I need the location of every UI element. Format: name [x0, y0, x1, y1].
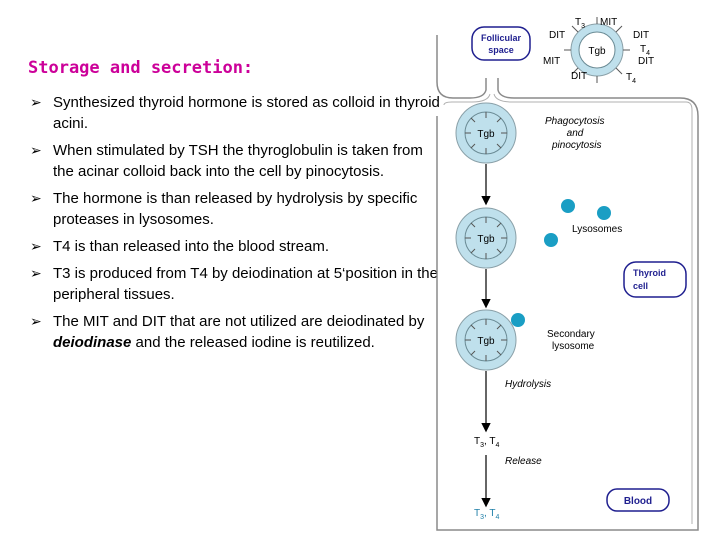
svg-text:Tgb: Tgb [477, 336, 495, 347]
t3-t4-label: T3, T4 [474, 436, 500, 449]
mit-label: MIT [543, 56, 560, 67]
tgb-label: Tgb [588, 46, 606, 57]
svg-text:and: and [567, 128, 584, 139]
phagocytosis-label: Phagocytosis [545, 116, 604, 127]
arrow-bullet-icon: ➢ [30, 94, 42, 110]
lysosome-dot [544, 233, 558, 247]
dit-label: DIT [571, 71, 587, 82]
bullet-item: ➢ The hormone is than released by hydrol… [30, 190, 418, 228]
bullet-item: ➢The MIT and DIT that are not utilized a… [30, 313, 425, 351]
cell-outline-inner [443, 93, 693, 524]
t3-top-label: T3 [575, 17, 585, 30]
arrow-bullet-icon: ➢ [30, 190, 42, 206]
tgb-vesicle-3: Tgb [455, 309, 517, 371]
lysosome-dot [511, 313, 525, 327]
secondary-lysosome-label: Secondary [547, 329, 595, 340]
thyroid-cell-callout: Thyroid cell [623, 261, 687, 298]
cell-outline [436, 35, 699, 531]
dit-label: DIT [633, 30, 649, 41]
svg-text:space: space [488, 45, 514, 55]
svg-text:Blood: Blood [624, 496, 652, 507]
bullet-item: ➢T3 is produced from T4 by deiodination … [30, 265, 438, 303]
svg-text:pinocytosis: pinocytosis [551, 140, 601, 151]
tgb-vesicle-1: Tgb [455, 102, 517, 164]
svg-text:Follicular: Follicular [481, 33, 522, 43]
follicular-space-callout: Follicular space [471, 26, 531, 61]
arrow-bullet-icon: ➢ [30, 238, 42, 254]
dit-label: DIT [638, 56, 654, 67]
tgb-vesicle-2: Tgb [455, 207, 517, 269]
bullet-list: ➢Synthesized thyroid hormone is stored a… [28, 92, 440, 359]
blood-callout: Blood [606, 488, 670, 512]
svg-text:Thyroid: Thyroid [633, 268, 666, 278]
hydrolysis-label: Hydrolysis [505, 379, 551, 390]
lysosome-dot [561, 199, 575, 213]
bullet-item: ➢Synthesized thyroid hormone is stored a… [30, 94, 440, 132]
release-label: Release [505, 456, 542, 467]
t4-label: T4 [640, 44, 650, 57]
bullet-item: ➢ When stimulated by TSH the thyroglobul… [30, 142, 423, 180]
svg-text:cell: cell [633, 281, 648, 291]
arrow-bullet-icon: ➢ [30, 313, 42, 329]
dit-label: DIT [549, 30, 565, 41]
t3-t4-blood-label: T3, T4 [474, 508, 500, 521]
bullet-item: ➢T4 is than released into the blood stre… [30, 238, 329, 255]
arrow-bullet-icon: ➢ [30, 265, 42, 281]
mit-label: MIT [600, 17, 617, 28]
svg-text:Tgb: Tgb [477, 129, 495, 140]
lysosome-dot [597, 206, 611, 220]
arrow-bullet-icon: ➢ [30, 142, 42, 158]
lysosomes-label: Lysosomes [572, 224, 622, 235]
svg-text:Tgb: Tgb [477, 234, 495, 245]
slide-heading: Storage and secretion: [28, 58, 254, 78]
tgb-top: Tgb T3 MIT DIT DIT T4 MIT DIT DIT T4 [543, 17, 654, 85]
t4-label: T4 [626, 72, 636, 85]
svg-text:lysosome: lysosome [552, 341, 595, 352]
